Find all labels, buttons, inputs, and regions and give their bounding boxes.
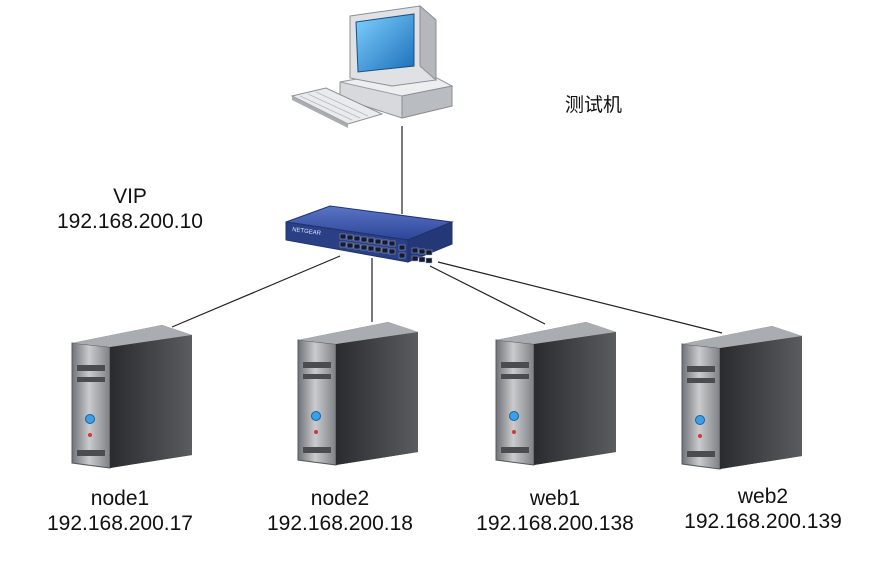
test-machine-label: 测试机 — [565, 94, 622, 116]
server-label-node1: node1 192.168.200.17 — [30, 486, 210, 536]
server-icon-node2 — [297, 322, 418, 466]
vip-ip: 192.168.200.10 — [57, 210, 203, 233]
link-switch-web2 — [437, 261, 723, 334]
server-ip: 192.168.200.18 — [267, 512, 413, 535]
test-machine-icon — [290, 4, 454, 128]
server-ip: 192.168.200.138 — [476, 512, 634, 535]
server-icon-web2 — [681, 326, 802, 470]
server-ip: 192.168.200.17 — [47, 512, 193, 535]
server-label-web2: web2 192.168.200.139 — [668, 484, 858, 534]
link-switch-web1 — [429, 265, 546, 325]
server-label-node2: node2 192.168.200.18 — [250, 486, 430, 536]
vip-label: VIP 192.168.200.10 — [40, 184, 220, 234]
server-ip: 192.168.200.139 — [684, 510, 842, 533]
server-icon-web1 — [495, 322, 616, 466]
link-switch-node1 — [171, 255, 341, 328]
server-name: web1 — [529, 487, 581, 510]
network-switch-icon: NETGEAR — [285, 205, 454, 264]
vip-title: VIP — [113, 185, 147, 208]
server-label-web1: web1 192.168.200.138 — [460, 486, 650, 536]
server-name: node1 — [90, 487, 150, 510]
server-name: node2 — [310, 487, 370, 510]
connection-lines — [171, 126, 723, 334]
server-icon-node1 — [71, 325, 192, 469]
server-name: web2 — [737, 485, 789, 508]
switch-brand: NETGEAR — [292, 227, 322, 237]
